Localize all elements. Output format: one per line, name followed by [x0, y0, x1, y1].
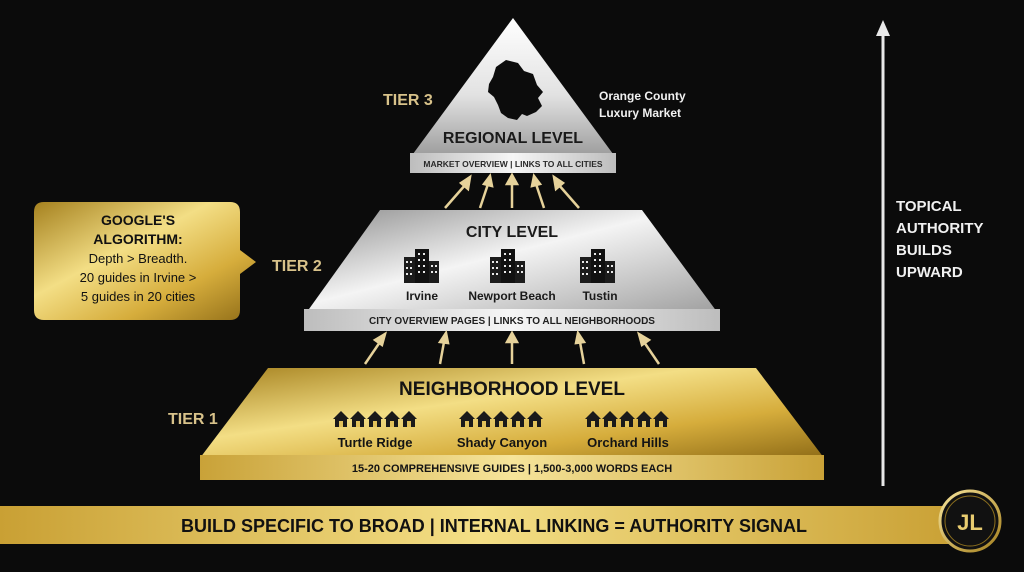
city-newport-beach: Newport Beach: [468, 289, 555, 303]
authority-label: TOPICAL AUTHORITY BUILDS UPWARD: [896, 198, 984, 281]
banner-text: BUILD SPECIFIC TO BROAD | INTERNAL LINKI…: [181, 516, 807, 536]
arrows-city-to-region: [444, 172, 580, 209]
authority-line-4: UPWARD: [896, 264, 963, 281]
tier-2-strip: [304, 309, 720, 331]
neighborhood-orchard-hills: Orchard Hills: [587, 435, 669, 450]
tier-1-label: TIER 1: [168, 411, 218, 428]
tier-2-title: CITY LEVEL: [466, 224, 558, 241]
authority-line-3: BUILDS: [896, 242, 952, 259]
callout-line-2: ALGORITHM:: [93, 231, 182, 247]
city-irvine: Irvine: [406, 289, 438, 303]
city-tustin: Tustin: [582, 289, 617, 303]
authority-line-1: TOPICAL: [896, 198, 962, 215]
tier-2-label: TIER 2: [272, 258, 322, 275]
arrows-neighborhood-to-city: [363, 329, 661, 365]
neighborhood-turtle-ridge: Turtle Ridge: [338, 435, 413, 450]
bottom-banner: BUILD SPECIFIC TO BROAD | INTERNAL LINKI…: [0, 506, 960, 544]
tier-1-strip: [200, 455, 824, 480]
tier-3-title: REGIONAL LEVEL: [443, 130, 583, 147]
authority-arrow: [876, 20, 890, 486]
tier-1-neighborhood: NEIGHBORHOOD LEVEL Turtle Ridge Shady Ca…: [200, 368, 824, 480]
tier-2-strip-text: CITY OVERVIEW PAGES | LINKS TO ALL NEIGH…: [369, 316, 655, 327]
callout-line-3: Depth > Breadth.: [89, 251, 188, 266]
logo-text: JL: [957, 510, 983, 535]
region-note-line-1: Orange County: [599, 89, 686, 103]
callout-line-5: 5 guides in 20 cities: [81, 289, 196, 304]
google-algorithm-callout: GOOGLE'S ALGORITHM: Depth > Breadth. 20 …: [34, 202, 256, 320]
tier-2-city: CITY LEVEL Irvine Newport Beach Tustin C…: [304, 210, 720, 331]
authority-line-2: AUTHORITY: [896, 220, 984, 237]
tier-1-strip-text: 15-20 COMPREHENSIVE GUIDES | 1,500-3,000…: [352, 463, 672, 475]
tier-3-regional: REGIONAL LEVEL MARKET OVERVIEW | LINKS T…: [410, 18, 616, 173]
callout-line-1: GOOGLE'S: [101, 212, 175, 228]
tier-3-strip-text: MARKET OVERVIEW | LINKS TO ALL CITIES: [423, 159, 602, 169]
tier-1-title: NEIGHBORHOOD LEVEL: [399, 379, 625, 400]
region-note-line-2: Luxury Market: [599, 106, 681, 120]
neighborhood-shady-canyon: Shady Canyon: [457, 435, 547, 450]
callout-line-4: 20 guides in Irvine >: [80, 270, 197, 285]
tier-3-strip: [410, 153, 616, 173]
orange-county-map-icon: [488, 60, 543, 120]
jl-logo: JL: [938, 489, 1002, 553]
tier-3-label: TIER 3: [383, 92, 433, 109]
tier-1-shape: [200, 368, 824, 458]
